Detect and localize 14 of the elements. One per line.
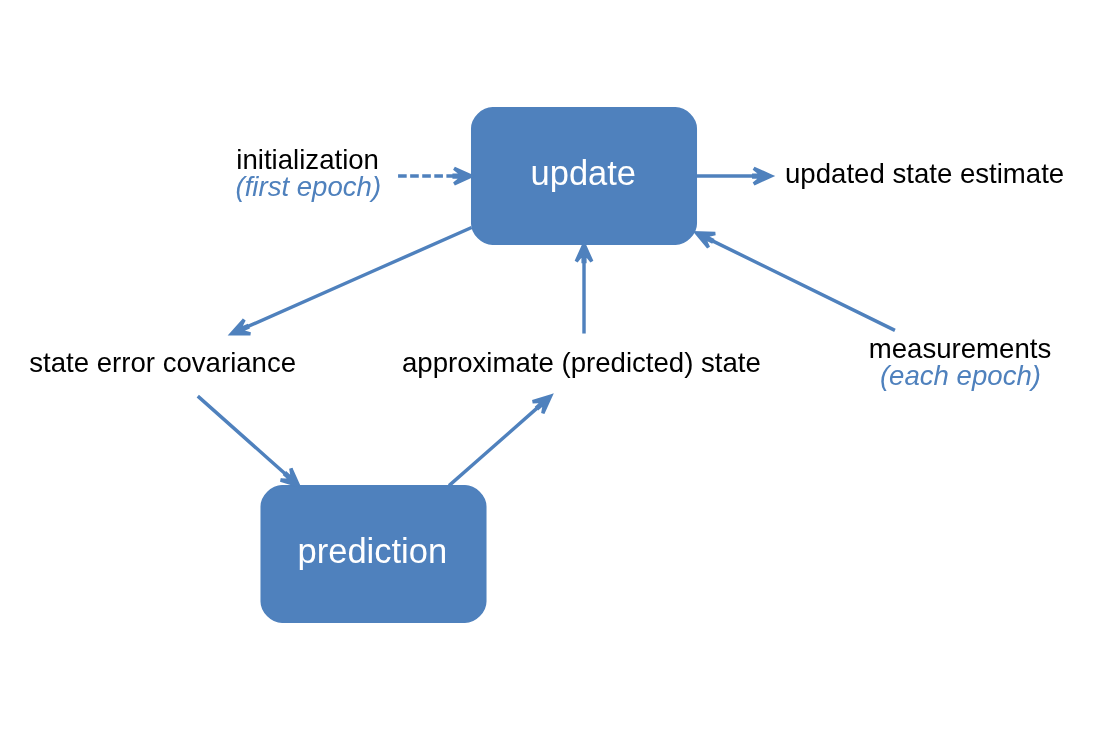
node-text: initialization (first epoch) — [235, 143, 382, 203]
node-box: update — [471, 107, 698, 246]
arrow — [574, 242, 594, 334]
node-text: updated state estimate — [785, 157, 1065, 189]
arrow — [447, 394, 553, 487]
arrow — [694, 231, 896, 332]
node-box: prediction — [260, 484, 487, 623]
node-text: state error covariance — [29, 346, 297, 378]
arrow — [196, 394, 301, 488]
arrow — [229, 225, 473, 336]
arrow — [696, 166, 773, 186]
node-text: approximate (predicted) state — [401, 346, 761, 378]
arrow — [398, 166, 474, 186]
node-text: measurements (each epoch) — [868, 332, 1052, 392]
